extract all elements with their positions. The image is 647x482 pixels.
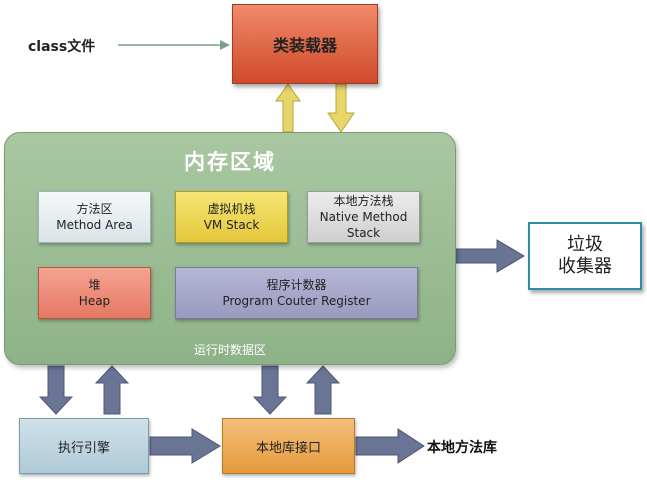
class-file-arrowhead — [220, 40, 230, 50]
engine-down-arrow — [38, 365, 74, 415]
native-method-stack-box: 本地方法栈 Native Method Stack — [307, 191, 420, 243]
native-stack-cn: 本地方法栈 — [333, 194, 394, 208]
native-stack-en-2: Stack — [346, 226, 381, 240]
heap-box: 堆 Heap — [38, 267, 151, 319]
native-interface-label: 本地库接口 — [255, 440, 321, 456]
memory-area — [4, 132, 456, 365]
vm-stack-box: 虚拟机栈 VM Stack — [175, 191, 288, 243]
program-counter-box: 程序计数器 Program Couter Register — [175, 267, 418, 319]
vm-stack-en: VM Stack — [203, 218, 260, 232]
memory-area-title: 内存区域 — [184, 150, 276, 174]
execution-engine-box: 执行引擎 — [19, 418, 149, 474]
program-counter-cn: 程序计数器 — [266, 278, 327, 292]
nif-down-arrow — [252, 365, 288, 415]
engine-up-arrow — [94, 365, 130, 415]
nif-up-arrow — [305, 365, 341, 415]
native-stack-en-1: Native Method — [319, 210, 408, 224]
class-loader-box: 类装载器 — [232, 4, 378, 84]
loader-down-arrow — [327, 83, 355, 133]
vm-stack-cn: 虚拟机栈 — [207, 202, 256, 216]
method-area-en: Method Area — [56, 218, 133, 232]
runtime-data-area-label: 运行时数据区 — [193, 343, 266, 357]
program-counter-en: Program Couter Register — [222, 294, 371, 308]
garbage-collector-line1: 垃圾 — [567, 234, 603, 255]
gc-arrow — [455, 239, 525, 273]
garbage-collector-line2: 收集器 — [558, 256, 612, 277]
execution-engine-label: 执行引擎 — [57, 440, 110, 456]
method-area-cn: 方法区 — [76, 202, 113, 216]
nif-to-lib-arrow — [355, 428, 425, 464]
method-area-box: 方法区 Method Area — [38, 191, 151, 243]
heap-cn: 堆 — [88, 278, 101, 292]
class-file-label: class文件 — [28, 39, 96, 55]
loader-up-arrow — [275, 83, 301, 133]
native-library-label: 本地方法库 — [427, 440, 497, 456]
native-interface-box: 本地库接口 — [222, 418, 355, 474]
garbage-collector-box: 垃圾 收集器 — [528, 222, 642, 290]
engine-to-nif-arrow — [149, 428, 221, 464]
class-loader-label: 类装载器 — [272, 36, 337, 55]
heap-en: Heap — [78, 294, 111, 308]
